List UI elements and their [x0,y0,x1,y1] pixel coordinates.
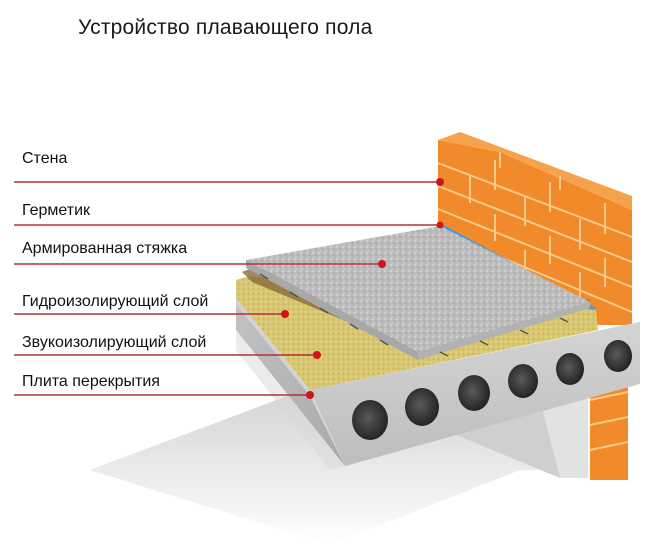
label-floor-slab: Плита перекрытия [22,373,160,390]
diagram-title: Устройство плавающего пола [78,16,373,39]
wall-dot [436,178,444,186]
leader-dots [281,178,444,399]
sealant-dot [436,221,444,229]
label-waterproofing-layer: Гидроизолирующий слой [22,293,209,310]
soundproofing-dot [313,351,321,359]
brick-wall [437,132,633,480]
label-soundproofing-layer: Звукоизолирующий слой [22,334,207,351]
slab-holes [352,340,632,440]
floor-slab-dot [306,391,314,399]
label-wall: Стена [22,150,68,167]
reinforced-screed-top [246,226,590,352]
leader-lines [14,181,440,396]
label-sealant: Герметик [22,202,91,219]
reinforced-screed-edge [246,260,418,360]
waterproofing-dot [281,310,289,318]
label-reinforced-screed: Армированная стяжка [22,240,188,257]
floor-slab-side [236,304,345,466]
rebar-mesh [259,273,569,357]
screed-dot [378,260,386,268]
